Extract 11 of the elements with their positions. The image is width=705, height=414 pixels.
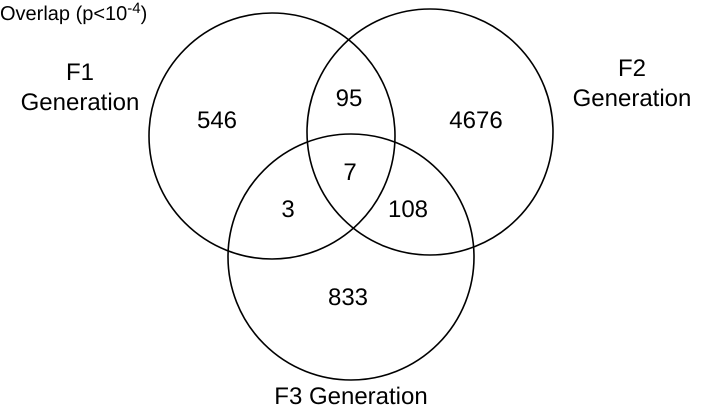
set-label: F3 Generation xyxy=(273,382,429,412)
set-label: F1 Generation xyxy=(20,58,140,118)
set-label: F2 Generation xyxy=(572,54,692,114)
count-label: 108 xyxy=(388,196,428,224)
count-label: 833 xyxy=(328,284,368,312)
count-label: 546 xyxy=(196,107,238,135)
count-label: 7 xyxy=(343,159,357,187)
count-label: 3 xyxy=(281,196,295,224)
count-label: 4676 xyxy=(449,107,503,135)
title: Overlap (p<10$^{-4}$) xyxy=(0,0,148,27)
count-label: 95 xyxy=(336,85,362,113)
